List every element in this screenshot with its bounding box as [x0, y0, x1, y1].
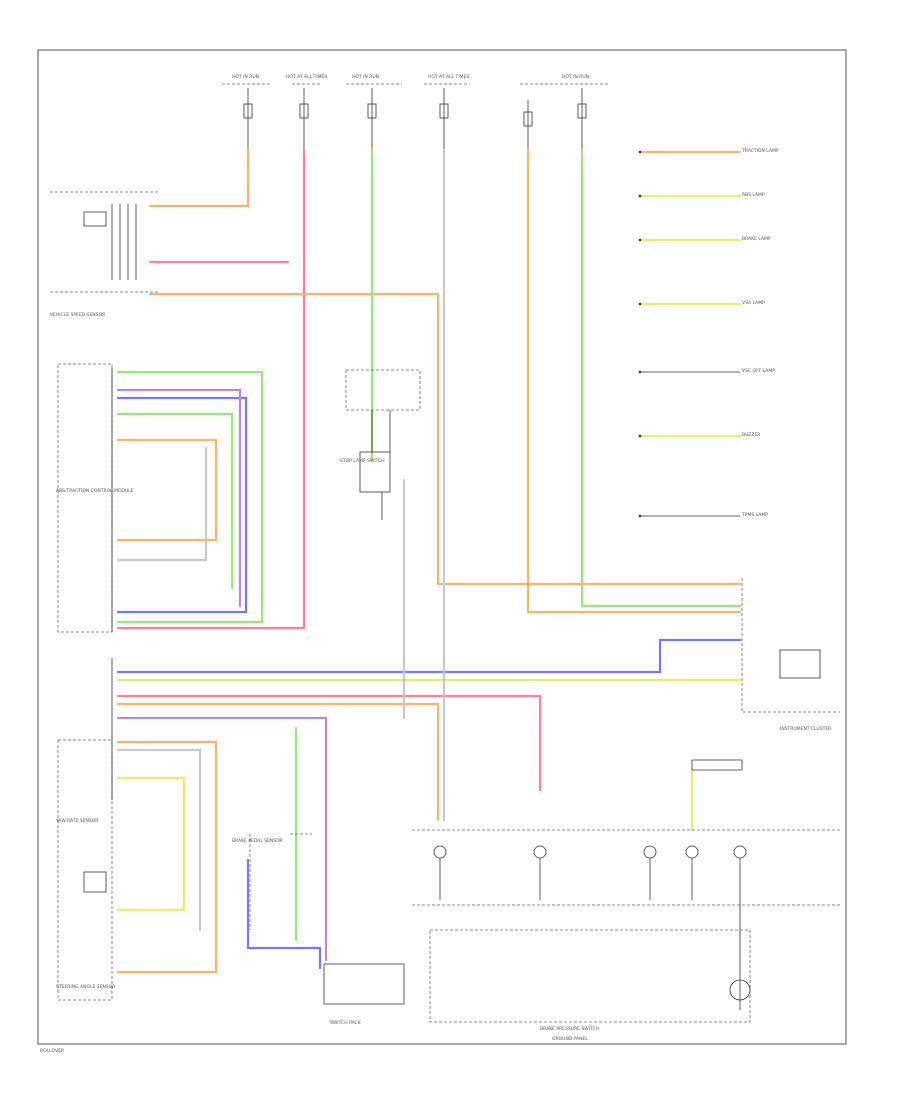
wire-orange-3 — [526, 148, 742, 614]
wire-red-1 — [116, 148, 306, 630]
wire-green-3 — [116, 370, 264, 624]
yaw-label: YAW RATE SENSOR — [55, 818, 98, 824]
right-tag-3: BRAKE LAMP — [742, 236, 771, 242]
vss-label: VEHICLE SPEED SENSOR — [50, 312, 105, 318]
wire-blue-1 — [116, 638, 742, 674]
right-tag-7: TPMS LAMP — [741, 512, 768, 518]
wire-red-3 — [116, 694, 542, 792]
diagram-frame — [37, 49, 847, 1045]
brake-pressure-label: BRAKE PRESSURE SWITCH — [540, 1026, 599, 1032]
wire-green-2 — [580, 148, 742, 608]
vehicle-speed-sensor: VEHICLE SPEED SENSOR — [50, 191, 158, 318]
wire-green-4 — [116, 412, 234, 590]
switch-pack: SWITCH PACK BRAKE PEDAL SENSOR — [232, 833, 405, 1026]
stop-lamp-switch: STOP LAMP SWITCH — [340, 369, 421, 520]
fuse-blocks — [222, 83, 610, 150]
ground-panel-label: GROUND PANEL — [552, 1036, 588, 1042]
fuse-label-5: HOT IN RUN — [562, 74, 589, 80]
wires — [116, 148, 742, 974]
wire-orange-7 — [116, 740, 218, 974]
wire-orange-6 — [116, 438, 218, 542]
fuse-box-4 — [439, 103, 449, 119]
lower-right-panel: BRAKE PRESSURE SWITCH GROUND PANEL — [412, 759, 840, 1042]
fuse-label-3: HOT IN RUN — [352, 74, 379, 80]
cluster-label: INSTRUMENT CLUSTER — [780, 726, 831, 732]
steering-label: STEERING ANGLE SENSOR — [56, 984, 115, 990]
wire-yellow-3 — [116, 776, 186, 912]
right-lamp-tags: TRACTION LAMP ABS LAMP BRAKE LAMP VSA LA… — [638, 148, 779, 518]
switch-pack-label: SWITCH PACK — [330, 1020, 362, 1026]
fuse-label-4: HOT AT ALL TIMES — [428, 74, 469, 80]
abs-module-left: ABS/TRACTION CONTROL MODULE YAW RATE SEN… — [55, 363, 134, 1001]
instrument-cluster: INSTRUMENT CLUSTER — [741, 578, 840, 732]
top-fuse-labels: HOT IN RUN HOT AT ALL TIMES HOT IN RUN H… — [232, 74, 589, 80]
right-tag-2: ABS LAMP — [742, 192, 765, 198]
wire-orange-2 — [148, 292, 742, 586]
fuse-box-5 — [523, 111, 533, 127]
fuse-label-1: HOT IN RUN — [232, 74, 259, 80]
fuse-box-1 — [243, 103, 253, 119]
fuse-label-2: HOT AT ALL TIMES — [286, 74, 327, 80]
fuse-box-2 — [299, 103, 309, 119]
right-tag-5: VSC OFF LAMP — [742, 368, 775, 374]
wire-orange-1 — [148, 148, 250, 208]
abs-module-label: ABS/TRACTION CONTROL MODULE — [56, 488, 134, 494]
brake-switch-label: STOP LAMP SWITCH — [340, 458, 385, 464]
right-tag-6: BUZZER — [742, 432, 760, 438]
wire-blue-2 — [116, 396, 248, 614]
wire-purple-1 — [116, 388, 242, 608]
right-tag-4: VSA LAMP — [742, 300, 765, 306]
wire-purple-2 — [116, 716, 328, 962]
wire-gray-1 — [116, 446, 208, 562]
fuse-box-3 — [367, 103, 377, 119]
wire-yellow-2 — [638, 194, 742, 438]
pedal-sensor-label: BRAKE PEDAL SENSOR — [232, 838, 283, 844]
wire-gray-2 — [116, 748, 202, 932]
corner-label: ROLLOVER — [40, 1048, 64, 1054]
right-tag-1: TRACTION LAMP — [741, 148, 779, 154]
wire-orange-4 — [116, 702, 440, 822]
fuse-box-6 — [577, 103, 587, 119]
wire-blue-3 — [246, 858, 322, 970]
